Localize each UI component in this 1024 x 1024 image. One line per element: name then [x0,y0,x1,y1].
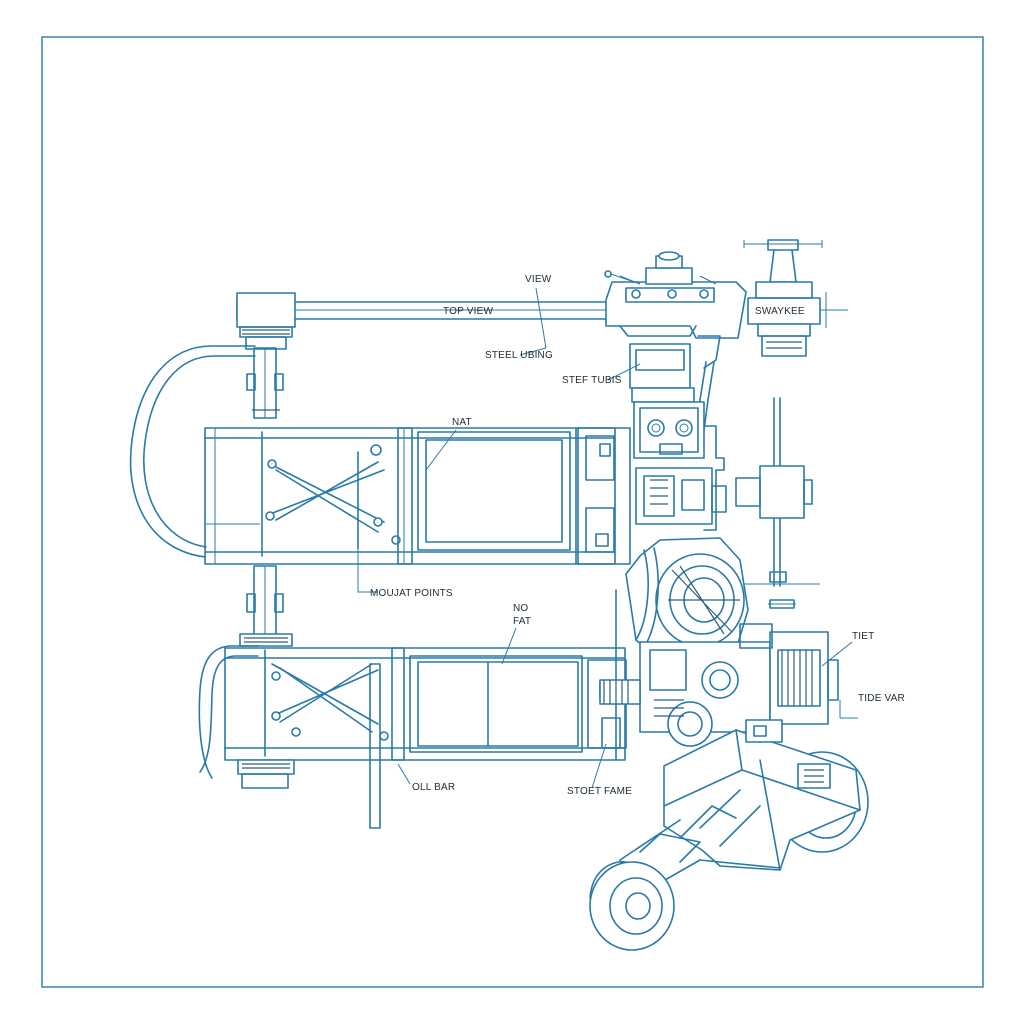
label-ster-tubis: STEF TUBIS [562,375,622,386]
left-upper-posts [246,347,284,419]
label-fat: FAT [513,616,531,627]
label-steel-ubing: STEEL UBING [485,350,553,361]
label-swaykee: SWAYKEE [755,306,805,317]
truck-chassis [589,719,869,951]
label-tide-var: TIDE VAR [858,693,905,704]
steel-tube-loop [129,345,256,558]
top-crossbar [236,292,616,350]
label-mounting-points: MOUJAT POINTS [370,588,453,599]
label-stoet-frame: STOET FAME [567,786,632,797]
label-nat: NAT [452,417,472,428]
left-lower-posts [239,565,293,647]
right-axle [735,397,820,609]
label-no: NO [513,603,528,614]
label-tilt: TIET [852,631,874,642]
top-right-post [743,239,848,357]
label-oil-bar: OLL BAR [412,782,455,793]
upper-frame [204,427,631,565]
engine-cluster [599,537,839,761]
leader-lines [357,287,858,789]
top-right-assembly [604,251,747,531]
lower-frame [198,645,627,829]
label-top-view: TOP VIEW [443,306,493,317]
label-view: VIEW [525,274,552,285]
drawing-border [41,36,984,988]
